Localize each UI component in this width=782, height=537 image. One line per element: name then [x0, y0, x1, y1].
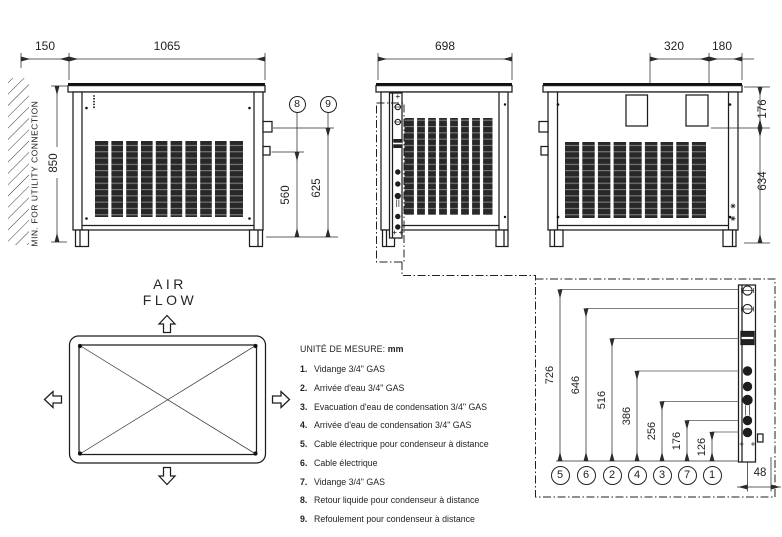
top-opening-right: [685, 94, 709, 127]
legend-item: 3.Evacuation d'eau de condensation 3/4" …: [300, 401, 488, 412]
dim-conn8-height: 560: [279, 185, 292, 205]
dim-back-body-height: 634: [756, 171, 769, 191]
legend-item: 1.Vidange 3/4" GAS: [300, 364, 385, 374]
screw-dots: [556, 103, 732, 219]
airflow-arrow-left-icon: [43, 390, 63, 409]
detail-circle-2: 2: [602, 465, 622, 485]
detail-circle-4: 4: [627, 465, 647, 485]
airflow-arrow-down-icon: [157, 466, 177, 486]
dim-conn9-height: 625: [310, 178, 323, 198]
legend-item: 2.Arrivée d'eau 3/4" GAS: [300, 382, 405, 393]
detail-circle-6: 6: [576, 465, 596, 485]
front-grille: [404, 118, 493, 215]
detail-leaders: [560, 289, 739, 433]
airflow-outer-frame: [68, 335, 267, 464]
airflow-diagram: [43, 314, 291, 486]
dim-front-width: 698: [434, 38, 456, 53]
dim-back-top-height: 176: [756, 99, 769, 119]
side-grille: [95, 141, 243, 217]
connection-detail: [535, 278, 781, 498]
detail-offset-dim: 48: [753, 467, 767, 479]
dim-side-height: 850: [48, 153, 60, 173]
screw-dots: [85, 95, 251, 220]
detail-circle-7: 7: [677, 465, 697, 485]
detail-circle-3: 3: [652, 465, 672, 485]
dim-back-width-inner: 320: [663, 38, 685, 53]
top-opening-left: [625, 94, 649, 127]
airflow-inner-frame: [78, 344, 258, 456]
back-grille: [565, 142, 706, 218]
dim-back-width-edge: 180: [711, 38, 733, 53]
detail-callout-leader: [401, 262, 536, 279]
detail-callout-box: [376, 102, 405, 263]
conn-8-stub: [262, 145, 271, 156]
legend-item: 8.Retour liquide pour condenseur à dista…: [300, 495, 480, 506]
detail-dim-386: 386: [620, 406, 633, 426]
airflow-arrow-up-icon: [157, 314, 177, 334]
legend: UNITÉ DE MESURE: mm 1.Vidange 3/4" GAS 2…: [300, 344, 555, 533]
legend-item: 5.Cable électrique pour condenseur à dis…: [300, 439, 489, 449]
detail-dim-256: 256: [645, 421, 658, 441]
detail-dim-126: 126: [695, 437, 708, 456]
detail-dim-646: 646: [569, 375, 582, 394]
wall-hatch: [8, 78, 29, 245]
airflow-title: AIR FLOW: [142, 276, 198, 308]
front-view: [375, 53, 536, 279]
dim-side-width: 1065: [153, 38, 181, 53]
airflow-arrow-right-icon: [271, 390, 291, 409]
unit-label: UNITÉ DE MESURE:: [300, 344, 386, 354]
front-connection-strip: [388, 92, 403, 239]
unit-value: mm: [387, 344, 404, 354]
legend-item: 9.Refoulement pour condenseur à distance: [300, 514, 475, 524]
detail-dim-176: 176: [670, 431, 683, 450]
callout-circle-8: 8: [288, 95, 306, 113]
callout-circle-9: 9: [319, 95, 337, 113]
side-view: [8, 53, 338, 248]
detail-dim-726: 726: [543, 365, 556, 385]
legend-item: 4.Arrivée d'eau de condensation 3/4" GAS: [300, 420, 472, 431]
back-view: [538, 53, 770, 248]
detail-dim-516: 516: [595, 390, 608, 409]
legend-item: 6.Cable électrique: [300, 457, 378, 468]
legend-title: UNITÉ DE MESURE: mm: [300, 344, 555, 364]
detail-circle-1: 1: [702, 465, 722, 485]
legend-item: 7.Vidange 3/4" GAS: [300, 476, 385, 487]
conn-9-stub: [262, 120, 273, 133]
wall-clearance-note: MIN. FOR UTILITY CONNECTION: [29, 100, 40, 247]
detail-border: [535, 278, 776, 498]
dim-clearance: 150: [34, 38, 56, 53]
detail-circle-5: 5: [550, 465, 570, 485]
